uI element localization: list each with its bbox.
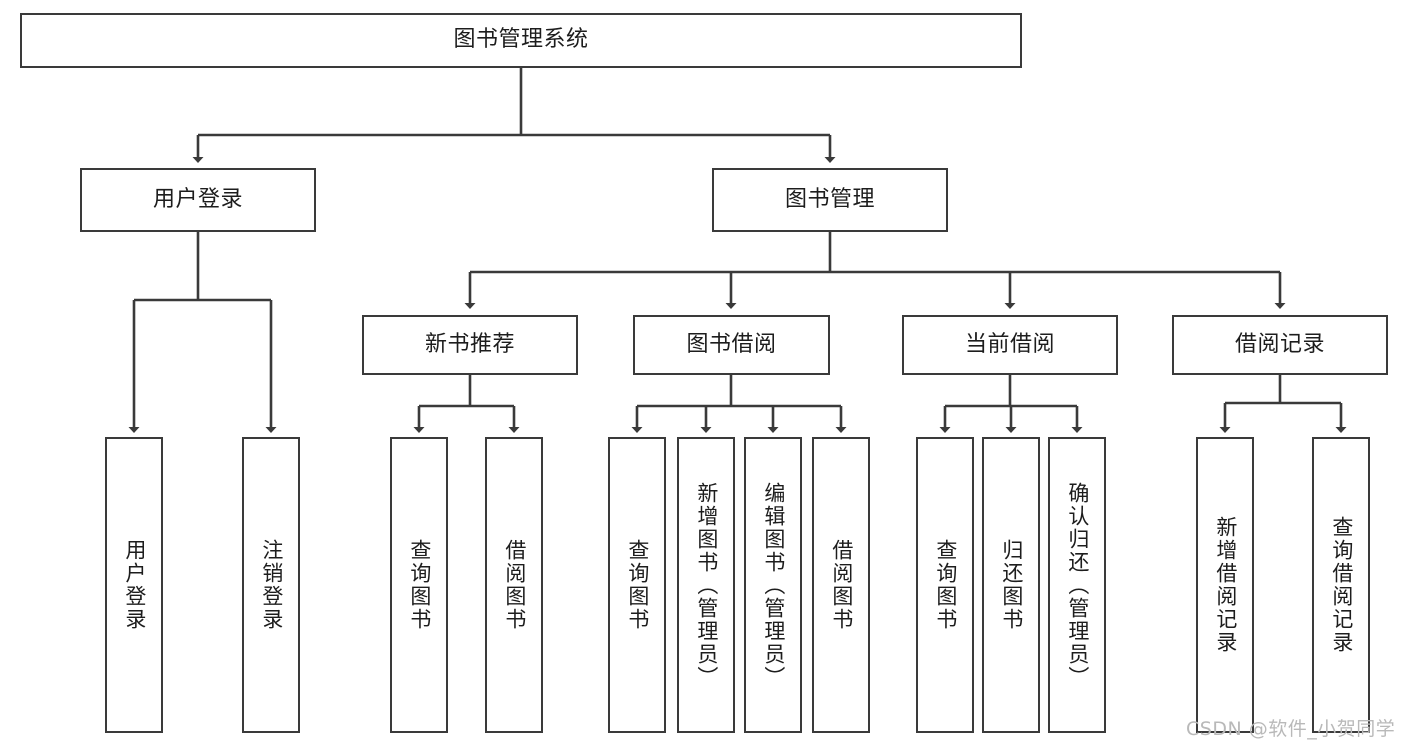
node-label: 查询图书 — [407, 539, 432, 631]
node-root-book-management-system[interactable]: 图书管理系统 — [20, 13, 1022, 68]
node-label: 归还图书 — [999, 539, 1024, 631]
node-user-login[interactable]: 用户登录 — [80, 168, 316, 232]
node-leaf-borrow-record-add[interactable]: 新增借阅记录 — [1196, 437, 1254, 733]
node-label: 注销登录 — [259, 539, 284, 631]
node-book-borrow[interactable]: 图书借阅 — [633, 315, 830, 375]
node-leaf-current-borrow-return[interactable]: 归还图书 — [982, 437, 1040, 733]
node-label: 查询图书 — [625, 539, 650, 631]
node-label: 用户登录 — [152, 186, 243, 212]
node-book-management[interactable]: 图书管理 — [712, 168, 948, 232]
node-label: 当前借阅 — [964, 331, 1055, 357]
node-label: 借阅图书 — [502, 539, 527, 631]
node-leaf-user-login-logout[interactable]: 注销登录 — [242, 437, 300, 733]
node-label: 用户登录 — [122, 539, 147, 631]
node-current-borrow[interactable]: 当前借阅 — [902, 315, 1118, 375]
node-label: 借阅图书 — [829, 539, 854, 631]
node-leaf-book-borrow-borrow[interactable]: 借阅图书 — [812, 437, 870, 733]
node-label: 图书管理 — [784, 186, 875, 212]
node-leaf-borrow-record-query[interactable]: 查询借阅记录 — [1312, 437, 1370, 733]
node-leaf-new-book-query[interactable]: 查询图书 — [390, 437, 448, 733]
node-label: 新书推荐 — [424, 331, 515, 357]
node-leaf-book-borrow-query[interactable]: 查询图书 — [608, 437, 666, 733]
node-leaf-current-borrow-confirm-return[interactable]: 确认归还（管理员） — [1048, 437, 1106, 733]
node-borrow-record[interactable]: 借阅记录 — [1172, 315, 1388, 375]
node-label: 新增借阅记录 — [1213, 516, 1238, 654]
node-label: 编辑图书（管理员） — [761, 481, 786, 689]
node-leaf-new-book-borrow[interactable]: 借阅图书 — [485, 437, 543, 733]
node-new-book-recommend[interactable]: 新书推荐 — [362, 315, 578, 375]
node-leaf-current-borrow-query[interactable]: 查询图书 — [916, 437, 974, 733]
node-label: 查询借阅记录 — [1329, 516, 1354, 654]
node-label: 图书管理系统 — [453, 27, 589, 53]
node-label: 借阅记录 — [1234, 331, 1325, 357]
node-label: 新增图书（管理员） — [694, 481, 719, 689]
node-label: 图书借阅 — [686, 331, 777, 357]
node-label: 查询图书 — [933, 539, 958, 631]
node-leaf-user-login-login[interactable]: 用户登录 — [105, 437, 163, 733]
node-leaf-book-borrow-edit[interactable]: 编辑图书（管理员） — [744, 437, 802, 733]
node-leaf-book-borrow-add[interactable]: 新增图书（管理员） — [677, 437, 735, 733]
node-label: 确认归还（管理员） — [1065, 481, 1090, 689]
